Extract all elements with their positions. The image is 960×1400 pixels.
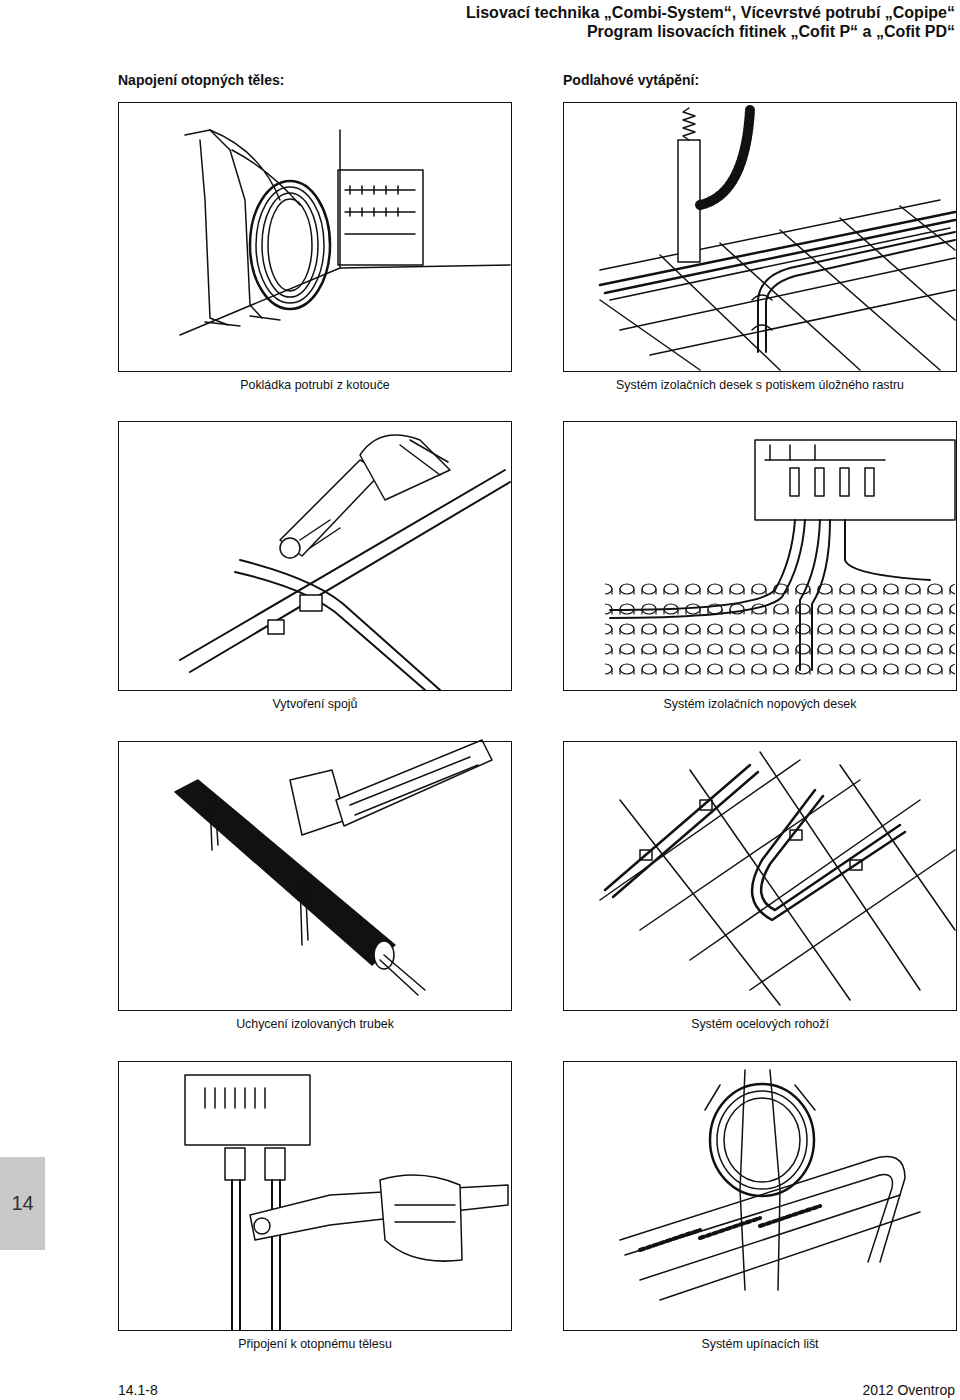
knob-board-illustration (605, 440, 955, 680)
header-line: Program lisovacích fitinek „Cofit P“ a „… (587, 23, 955, 41)
panel-caption: Systém izolačních nopových desek (563, 697, 957, 711)
panel-frame (563, 421, 957, 691)
illustration-panel: Pokládka potrubí z kotouče (118, 102, 512, 394)
panel-caption: Uchycení izolovaných trubek (118, 1017, 512, 1031)
page-number: 14.1-8 (118, 1382, 158, 1398)
radiator-connection-illustration (185, 1075, 508, 1330)
illustration-panel: Připojení k otopnému tělesu (118, 1061, 512, 1353)
section-heading: Podlahové vytápění: (563, 72, 699, 88)
illustration-panel: Systém upínacích lišt (563, 1061, 957, 1353)
panel-caption: Systém upínacích lišt (563, 1337, 957, 1351)
illustration-panel: Systém izolačních desek s potiskem úložn… (563, 102, 957, 394)
panel-frame (118, 1061, 512, 1331)
clamp-rail-illustration (620, 1070, 920, 1300)
header-line: Lisovací technika „Combi-System“, Vícevr… (466, 4, 955, 22)
panel-caption: Připojení k otopnému tělesu (118, 1337, 512, 1351)
insulated-pipe-illustration (175, 740, 492, 995)
illustration-panel: Systém ocelových rohoží (563, 741, 957, 1033)
panel-frame (563, 1061, 957, 1331)
panel-frame (563, 102, 957, 372)
panel-caption: Vytvoření spojů (118, 697, 512, 711)
coil-laying-illustration (180, 130, 510, 335)
panel-frame (118, 102, 512, 372)
chapter-tab: 14 (0, 1157, 45, 1250)
panel-frame (118, 421, 512, 691)
steel-mesh-illustration (600, 752, 955, 1005)
panel-caption: Pokládka potrubí z kotouče (118, 378, 512, 392)
joint-pressing-illustration (180, 435, 510, 690)
illustration-panel: Vytvoření spojů (118, 421, 512, 713)
panel-frame (563, 741, 957, 1011)
illustration-panel: Uchycení izolovaných trubek (118, 741, 512, 1033)
illustration-panel: Systém izolačních nopových desek (563, 421, 957, 713)
section-heading: Napojení otopných těles: (118, 72, 284, 88)
panel-caption: Systém izolačních desek s potiskem úložn… (563, 378, 957, 392)
panel-caption: Systém ocelových rohoží (563, 1017, 957, 1031)
panel-frame (118, 741, 512, 1011)
insulation-grid-illustration (600, 108, 955, 370)
footer-brand: 2012 Oventrop (862, 1382, 955, 1398)
